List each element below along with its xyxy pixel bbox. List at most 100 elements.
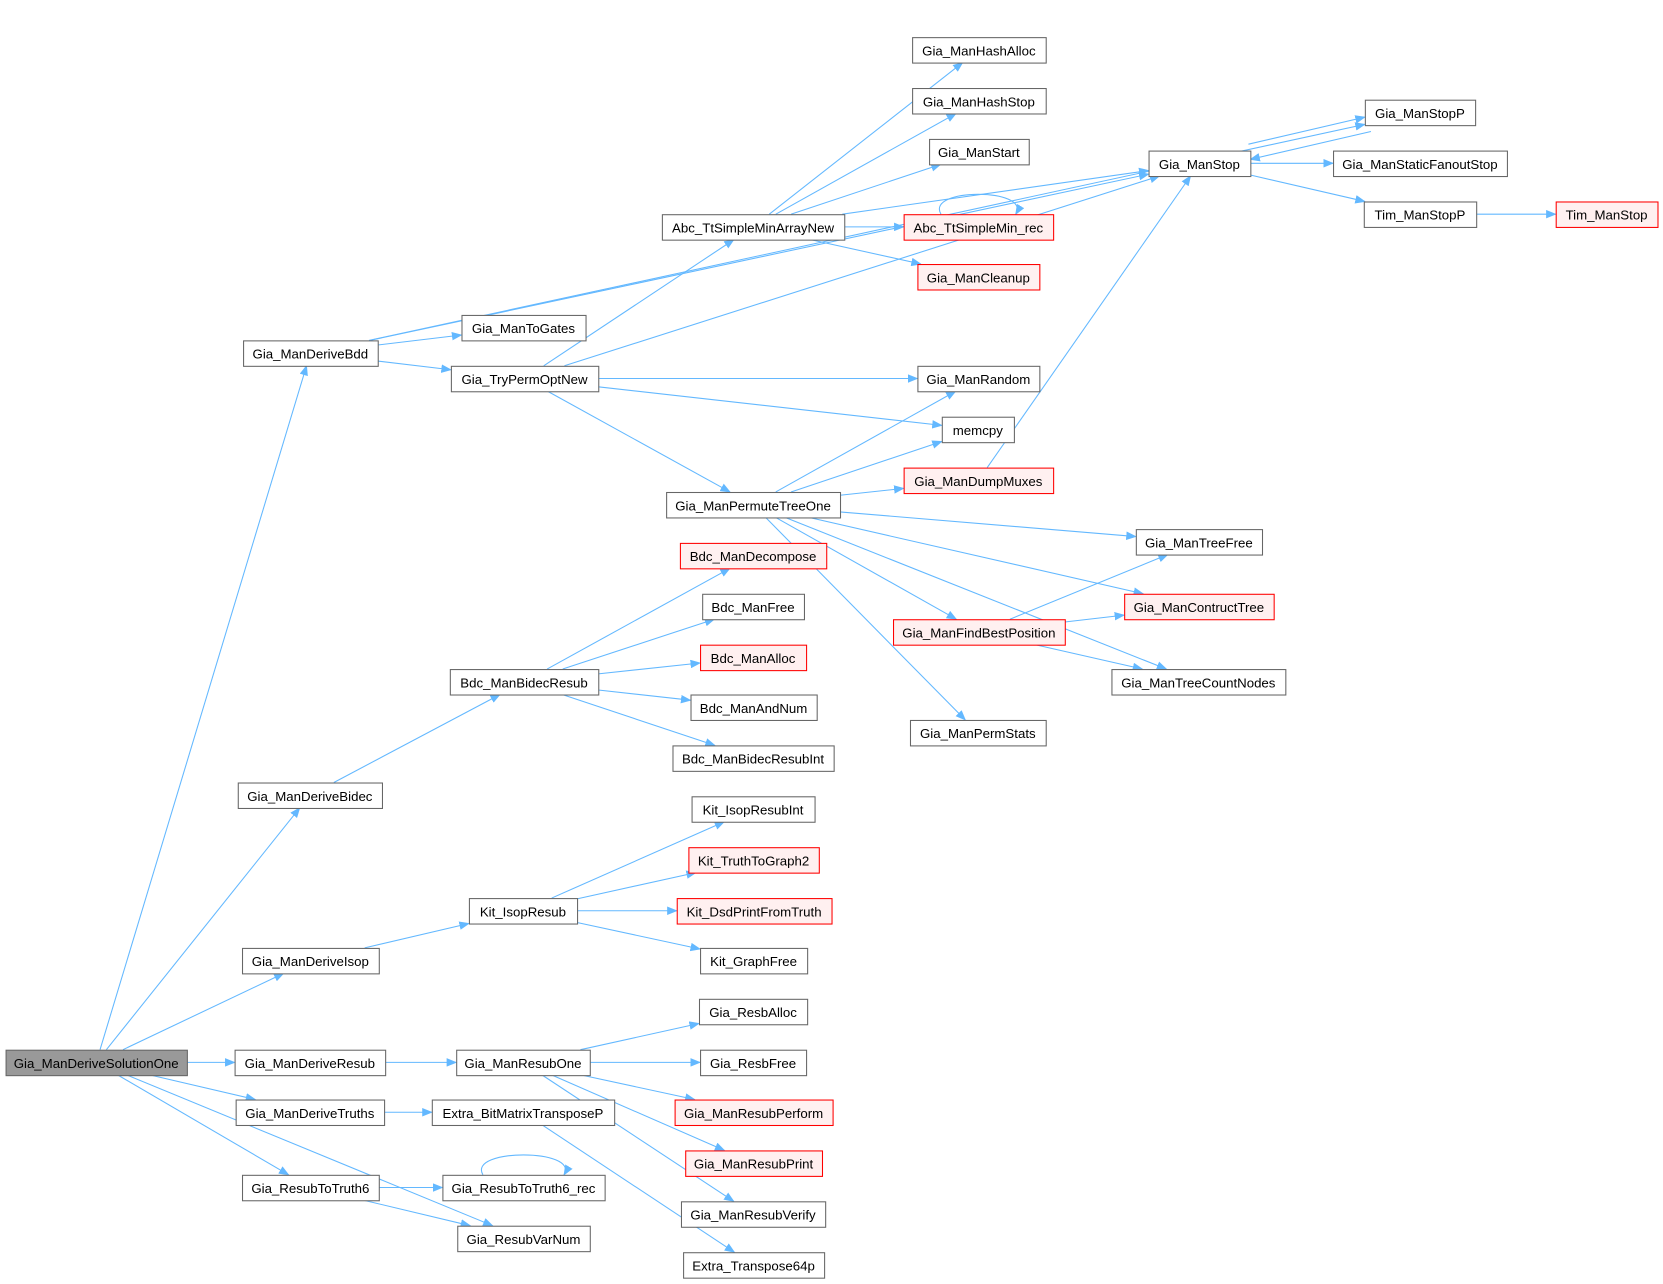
node-label: Gia_ManDeriveSolutionOne bbox=[14, 1056, 179, 1071]
node-extra-transpose64p[interactable]: Extra_Transpose64p bbox=[683, 1252, 826, 1279]
node-label: Gia_ManDeriveResub bbox=[245, 1056, 375, 1071]
node-gia-mandumpmuxes[interactable]: Gia_ManDumpMuxes bbox=[903, 467, 1055, 495]
edge-gia-manstopp-to-gia-manstop bbox=[1249, 130, 1372, 162]
node-gia-manresubprint[interactable]: Gia_ManResubPrint bbox=[685, 1150, 824, 1177]
node-gia-manpermstats[interactable]: Gia_ManPermStats bbox=[909, 719, 1047, 747]
node-gia-manhashstop[interactable]: Gia_ManHashStop bbox=[912, 88, 1047, 115]
node-box bbox=[903, 467, 1055, 495]
node-label: Abc_TtSimpleMin_rec bbox=[914, 220, 1044, 235]
node-gia-manpermutetreeone[interactable]: Gia_ManPermuteTreeOne bbox=[666, 491, 842, 519]
node-box bbox=[702, 593, 805, 621]
node-box bbox=[909, 719, 1047, 747]
node-gia-manrandom[interactable]: Gia_ManRandom bbox=[917, 365, 1041, 393]
node-label: Kit_TruthToGraph2 bbox=[698, 853, 809, 868]
edge-gia-manfindbestposition-to-gia-mantreecountnodes bbox=[1034, 644, 1144, 672]
node-abc-ttsimplemin-rec[interactable]: Abc_TtSimpleMin_rec bbox=[903, 214, 1055, 241]
node-gia-mancontructtree[interactable]: Gia_ManContructTree bbox=[1124, 593, 1275, 621]
node-gia-manstopp[interactable]: Gia_ManStopP bbox=[1364, 99, 1477, 127]
node-label: Gia_ManDeriveBdd bbox=[253, 347, 369, 362]
node-gia-resubvarnum[interactable]: Gia_ResubVarNum bbox=[457, 1225, 591, 1253]
node-label: Gia_ManDumpMuxes bbox=[914, 474, 1043, 489]
node-gia-manderivesolutionone[interactable]: Gia_ManDeriveSolutionOne bbox=[5, 1049, 188, 1077]
node-box bbox=[685, 1150, 824, 1177]
edge-kit-isopresub-to-kit-graphfree bbox=[576, 921, 702, 952]
node-label: Gia_ManStaticFanoutStop bbox=[1342, 157, 1497, 172]
node-tim-manstopp[interactable]: Tim_ManStopP bbox=[1363, 201, 1478, 228]
node-box bbox=[241, 947, 380, 975]
node-box bbox=[688, 847, 820, 874]
edges-layer bbox=[99, 61, 1557, 1253]
node-label: Gia_ManToGates bbox=[472, 321, 575, 336]
node-gia-manstop[interactable]: Gia_ManStop bbox=[1148, 150, 1252, 178]
node-gia-manderiveisop[interactable]: Gia_ManDeriveIsop bbox=[241, 947, 380, 975]
node-label: Gia_ManPermStats bbox=[920, 726, 1036, 741]
node-kit-truthtograph2[interactable]: Kit_TruthToGraph2 bbox=[688, 847, 820, 874]
edge-gia-manderivebdd-to-gia-mantogates bbox=[377, 331, 463, 346]
node-gia-mantogates[interactable]: Gia_ManToGates bbox=[461, 314, 587, 342]
node-box bbox=[672, 745, 835, 772]
node-label: Gia_ManContructTree bbox=[1134, 600, 1265, 615]
node-label: Kit_GraphFree bbox=[710, 954, 797, 969]
edge-gia-manpermutetreeone-to-memcpy bbox=[790, 440, 943, 493]
node-box bbox=[683, 1252, 826, 1279]
node-kit-dsdprintfromtruth[interactable]: Kit_DsdPrintFromTruth bbox=[676, 898, 833, 925]
edge-gia-manderivebdd-to-gia-trypermoptnew bbox=[377, 360, 452, 373]
node-gia-manderivetruths[interactable]: Gia_ManDeriveTruths bbox=[235, 1099, 386, 1127]
node-gia-manresubverify[interactable]: Gia_ManResubVerify bbox=[680, 1201, 827, 1228]
node-box bbox=[235, 1099, 386, 1127]
node-gia-manresubperform[interactable]: Gia_ManResubPerform bbox=[674, 1099, 834, 1127]
node-label: Bdc_ManAlloc bbox=[711, 651, 796, 666]
edge-gia-trypermoptnew-to-gia-manstop bbox=[564, 174, 1161, 367]
node-extra-bitmatrixtransposep[interactable]: Extra_BitMatrixTransposeP bbox=[431, 1099, 616, 1127]
node-bdc-manbidecresubint[interactable]: Bdc_ManBidecResubInt bbox=[672, 745, 835, 772]
node-bdc-manandnum[interactable]: Bdc_ManAndNum bbox=[690, 694, 818, 721]
node-label: Kit_DsdPrintFromTruth bbox=[687, 904, 822, 919]
node-gia-manfindbestposition[interactable]: Gia_ManFindBestPosition bbox=[892, 619, 1066, 646]
node-gia-manderivebidec[interactable]: Gia_ManDeriveBidec bbox=[237, 782, 384, 809]
node-bdc-manfree[interactable]: Bdc_ManFree bbox=[702, 593, 805, 621]
node-label: Gia_ManStopP bbox=[1375, 106, 1465, 121]
node-abc-ttsimpleminarraynew[interactable]: Abc_TtSimpleMinArrayNew bbox=[661, 214, 846, 241]
node-gia-mantreefree[interactable]: Gia_ManTreeFree bbox=[1135, 529, 1264, 556]
node-gia-resbfree[interactable]: Gia_ResbFree bbox=[700, 1049, 808, 1077]
node-box bbox=[5, 1049, 188, 1077]
node-bdc-manbidecresub[interactable]: Bdc_ManBidecResub bbox=[449, 669, 600, 696]
node-gia-manderivebdd[interactable]: Gia_ManDeriveBdd bbox=[243, 340, 379, 367]
node-tim-manstop[interactable]: Tim_ManStop bbox=[1555, 201, 1659, 228]
edge-gia-manfindbestposition-to-gia-mancontructtree bbox=[1064, 612, 1126, 623]
node-gia-mancleanup[interactable]: Gia_ManCleanup bbox=[917, 264, 1041, 291]
node-gia-manresubone[interactable]: Gia_ManResubOne bbox=[456, 1049, 591, 1077]
node-box bbox=[912, 88, 1047, 115]
node-label: Kit_IsopResubInt bbox=[703, 803, 804, 818]
node-memcpy[interactable]: memcpy bbox=[941, 416, 1015, 444]
node-box bbox=[929, 138, 1030, 166]
node-gia-manderiveresub[interactable]: Gia_ManDeriveResub bbox=[234, 1049, 387, 1077]
node-label: Gia_ResubToTruth6_rec bbox=[452, 1181, 596, 1196]
node-label: Gia_ManStop bbox=[1159, 157, 1240, 172]
node-gia-resubtotruth6[interactable]: Gia_ResubToTruth6 bbox=[241, 1174, 380, 1202]
node-box bbox=[700, 1049, 808, 1077]
node-gia-manstaticfanoutstop[interactable]: Gia_ManStaticFanoutStop bbox=[1333, 150, 1508, 178]
node-kit-graphfree[interactable]: Kit_GraphFree bbox=[700, 947, 809, 975]
node-box bbox=[903, 214, 1055, 241]
edge-abc-ttsimpleminarraynew-to-gia-manhashstop bbox=[775, 112, 958, 215]
node-label: Kit_IsopResub bbox=[480, 904, 566, 919]
node-kit-isopresub[interactable]: Kit_IsopResub bbox=[468, 898, 579, 925]
node-label: Bdc_ManDecompose bbox=[690, 549, 817, 564]
node-gia-manstart[interactable]: Gia_ManStart bbox=[929, 138, 1030, 166]
node-gia-mantreecountnodes[interactable]: Gia_ManTreeCountNodes bbox=[1111, 669, 1287, 696]
node-bdc-manalloc[interactable]: Bdc_ManAlloc bbox=[700, 644, 808, 672]
edge-gia-trypermoptnew-to-abc-ttsimpleminarraynew bbox=[543, 239, 735, 367]
node-gia-resubtotruth6-rec[interactable]: Gia_ResubToTruth6_rec bbox=[442, 1174, 606, 1202]
node-box bbox=[449, 669, 600, 696]
node-gia-manhashalloc[interactable]: Gia_ManHashAlloc bbox=[912, 37, 1047, 64]
node-bdc-mandecompose[interactable]: Bdc_ManDecompose bbox=[679, 542, 828, 570]
edge-bdc-manbidecresub-to-bdc-manandnum bbox=[598, 689, 692, 704]
node-gia-trypermoptnew[interactable]: Gia_TryPermOptNew bbox=[450, 365, 600, 393]
node-kit-isopresubint[interactable]: Kit_IsopResubInt bbox=[691, 796, 816, 823]
node-gia-resballoc[interactable]: Gia_ResbAlloc bbox=[698, 998, 809, 1026]
edge-gia-manderivesolutionone-to-gia-manderivebdd bbox=[99, 364, 308, 1050]
edge-gia-manpermutetreeone-to-gia-manfindbestposition bbox=[775, 516, 958, 620]
node-box bbox=[450, 365, 600, 393]
edge-gia-manpermutetreeone-to-gia-mantreecountnodes bbox=[784, 516, 1168, 670]
